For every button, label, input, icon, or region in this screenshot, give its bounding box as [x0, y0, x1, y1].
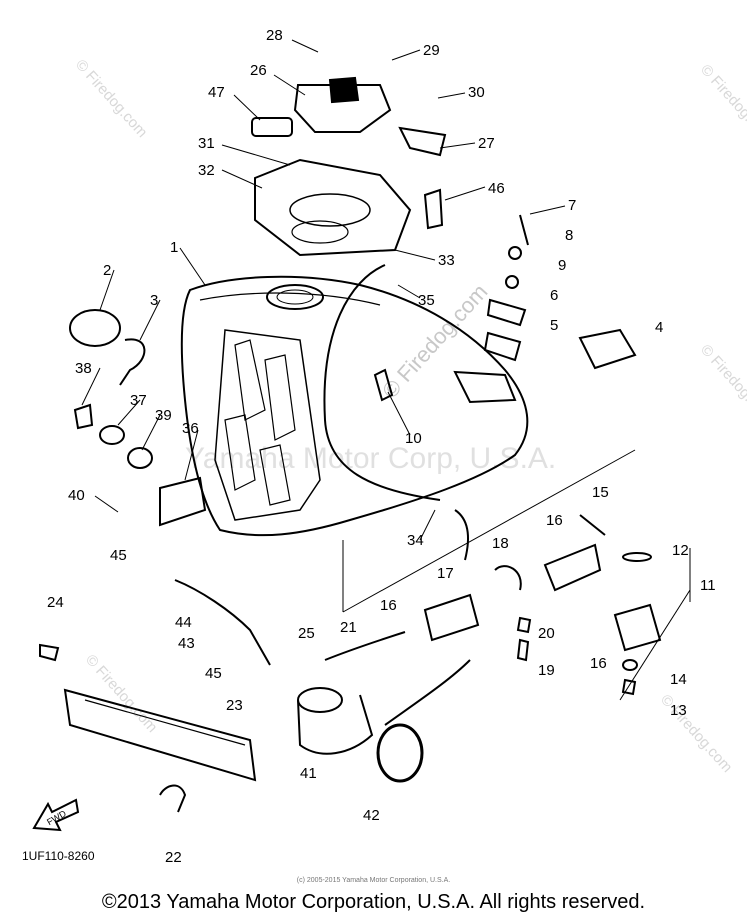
- tank-cover: [254, 158, 412, 257]
- part-label: 13: [670, 702, 687, 719]
- part-label: 36: [182, 420, 199, 437]
- part-label: 38: [75, 360, 92, 377]
- small-copyright: (c) 2005-2015 Yamaha Motor Corporation, …: [296, 877, 451, 884]
- part-label: 43: [178, 635, 195, 652]
- hoses: [174, 264, 471, 726]
- part-label: 15: [592, 484, 609, 501]
- part-label: 31: [198, 135, 215, 152]
- part-labels: 28 29 26 30 47 27 31 32 46 7 8 1 33 9 2 …: [47, 27, 716, 866]
- part-label: 14: [670, 671, 687, 688]
- forward-arrow-icon: FWD: [32, 798, 80, 832]
- part-label: 25: [298, 625, 315, 642]
- cross-member: [63, 688, 257, 813]
- part-label: 1: [170, 239, 178, 256]
- part-label: 44: [175, 614, 192, 631]
- part-label: 27: [478, 135, 495, 152]
- part-label: 33: [438, 252, 455, 269]
- part-label: 8: [565, 227, 573, 244]
- part-label: 37: [130, 392, 147, 409]
- part-label: 16: [590, 655, 607, 672]
- diagram-code: 1UF110-8260: [22, 849, 95, 863]
- part-label: 18: [492, 535, 509, 552]
- part-label: 32: [198, 162, 215, 179]
- watermark-brand-br: © Firedog.com: [657, 691, 736, 776]
- part-label: 35: [418, 292, 435, 309]
- part-label: 3: [150, 292, 158, 309]
- part-label: 17: [437, 565, 454, 582]
- fuel-components: [69, 309, 662, 783]
- part-label: 5: [550, 317, 558, 334]
- watermark-group: Yamaha Motor Corp, U.S.A. © Firedog.com …: [72, 56, 747, 776]
- watermark-brand-bl: © Firedog.com: [82, 651, 161, 736]
- filler-cap: [251, 76, 392, 137]
- part-label: 4: [655, 319, 663, 336]
- small-parts: [39, 126, 652, 696]
- part-label: 24: [47, 594, 64, 611]
- part-label: 34: [407, 532, 424, 549]
- leader-lines: [81, 39, 691, 701]
- part-label: 23: [226, 697, 243, 714]
- part-label: 41: [300, 765, 317, 782]
- part-label: 46: [488, 180, 505, 197]
- part-label: 28: [266, 27, 283, 44]
- part-label: 21: [340, 619, 357, 636]
- part-label: 26: [250, 62, 267, 79]
- watermark-text-center: Yamaha Motor Corp, U.S.A.: [185, 442, 556, 475]
- watermark-brand-r: © Firedog.com: [697, 341, 747, 426]
- watermark-brand-tr: © Firedog.com: [697, 61, 747, 146]
- part-label: 19: [538, 662, 555, 679]
- part-label: 39: [155, 407, 172, 424]
- part-label: 11: [700, 577, 716, 594]
- part-label: 40: [68, 487, 85, 504]
- part-label: 45: [110, 547, 127, 564]
- part-label: 42: [363, 807, 380, 824]
- fuel-tank: [180, 275, 529, 537]
- part-label: 45: [205, 665, 222, 682]
- part-label: 7: [568, 197, 576, 214]
- part-label: 22: [165, 849, 182, 866]
- footer-copyright: ©2013 Yamaha Motor Corporation, U.S.A. A…: [101, 891, 646, 913]
- part-label: 6: [550, 287, 558, 304]
- part-label: 9: [558, 257, 566, 274]
- part-label: 16: [546, 512, 563, 529]
- part-label: 12: [672, 542, 689, 559]
- part-label: 29: [423, 42, 440, 59]
- part-label: 16: [380, 597, 397, 614]
- part-label: 10: [405, 430, 422, 447]
- part-label: 30: [468, 84, 485, 101]
- part-label: 47: [208, 84, 225, 101]
- part-label: 20: [538, 625, 555, 642]
- watermark-brand-tl: © Firedog.com: [72, 56, 151, 141]
- part-label: 2: [103, 262, 111, 279]
